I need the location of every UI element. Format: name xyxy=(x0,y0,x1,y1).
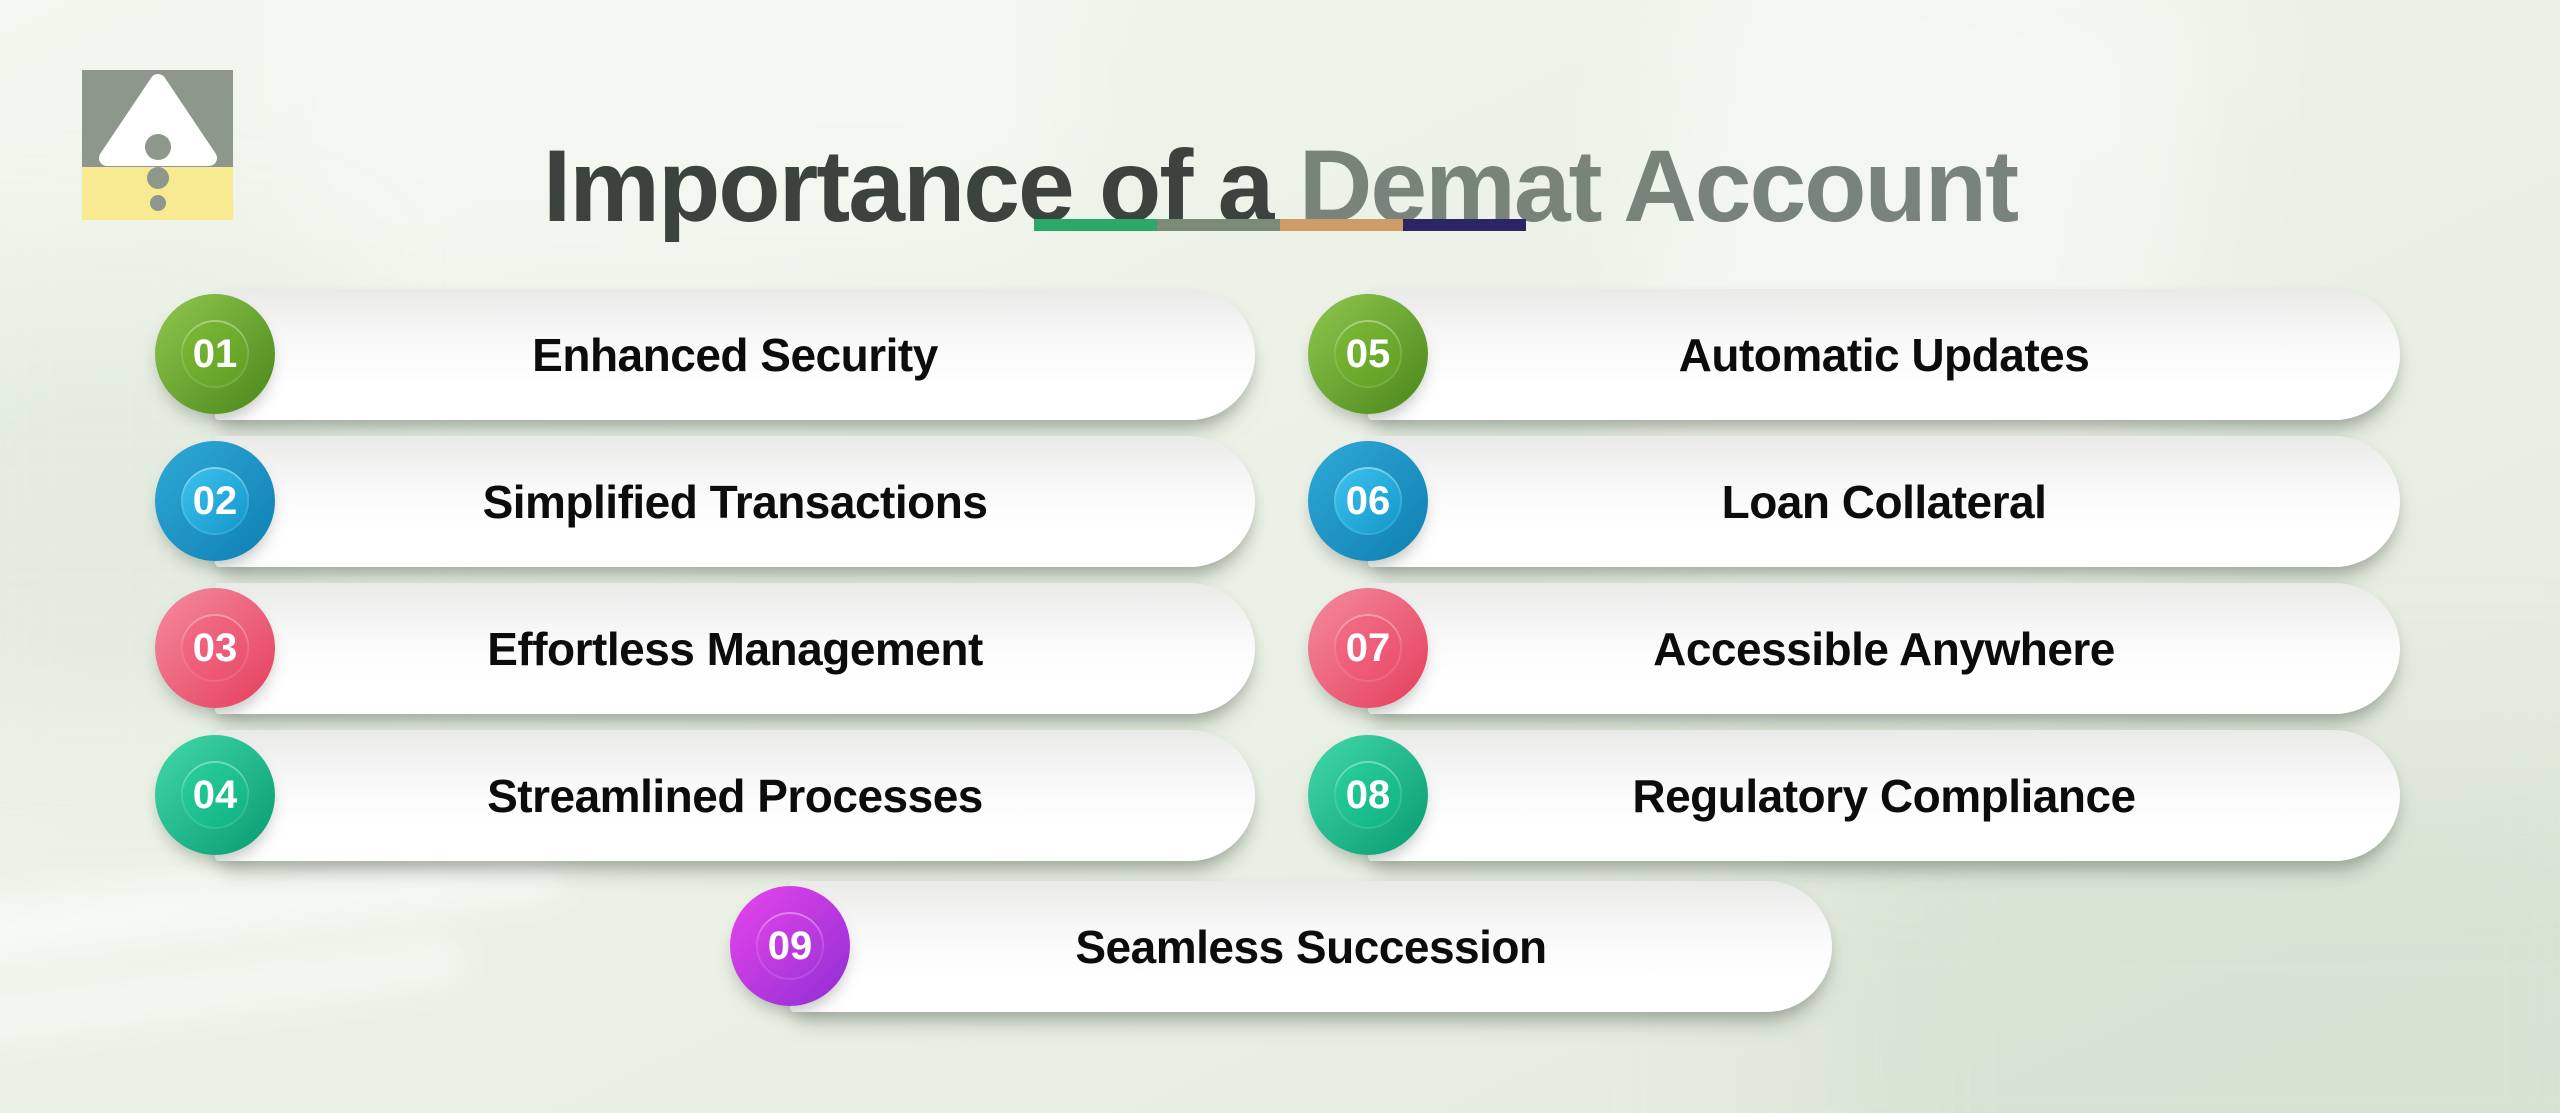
background-streak xyxy=(0,933,472,1049)
feature-item: Streamlined Processes 04 xyxy=(155,730,1255,861)
feature-item: Accessible Anywhere 07 xyxy=(1308,583,2400,714)
feature-number: 05 xyxy=(1345,331,1391,376)
feature-item: Effortless Management 03 xyxy=(155,583,1255,714)
feature-card: Streamlined Processes xyxy=(215,730,1255,861)
feature-number: 02 xyxy=(192,478,238,523)
feature-number: 06 xyxy=(1345,478,1391,523)
title-underline-segment xyxy=(1034,219,1157,231)
feature-item: Automatic Updates 05 xyxy=(1308,289,2400,420)
feature-item: Simplified Transactions 02 xyxy=(155,436,1255,567)
number-badge-inner: 01 xyxy=(181,320,249,388)
feature-card: Effortless Management xyxy=(215,583,1255,714)
feature-number: 09 xyxy=(767,923,813,968)
feature-card: Regulatory Compliance xyxy=(1368,730,2400,861)
feature-item: Regulatory Compliance 08 xyxy=(1308,730,2400,861)
number-badge-inner: 09 xyxy=(756,912,824,980)
feature-number: 01 xyxy=(192,331,238,376)
feature-number: 04 xyxy=(192,772,238,817)
number-badge-inner: 07 xyxy=(1334,614,1402,682)
logo-dot xyxy=(150,195,166,211)
feature-item: Seamless Succession 09 xyxy=(730,881,1832,1012)
feature-card: Accessible Anywhere xyxy=(1368,583,2400,714)
feature-card: Loan Collateral xyxy=(1368,436,2400,567)
number-badge-inner: 05 xyxy=(1334,320,1402,388)
number-badge-inner: 02 xyxy=(181,467,249,535)
feature-label: Enhanced Security xyxy=(532,328,938,381)
feature-number: 08 xyxy=(1345,772,1391,817)
logo-dot xyxy=(147,167,169,189)
feature-card: Simplified Transactions xyxy=(215,436,1255,567)
number-badge-inner: 06 xyxy=(1334,467,1402,535)
title-underline-segment xyxy=(1280,219,1403,231)
feature-label: Seamless Succession xyxy=(1075,920,1547,973)
feature-label: Simplified Transactions xyxy=(482,475,988,528)
title-underline xyxy=(1034,219,1526,231)
feature-label: Regulatory Compliance xyxy=(1632,769,2136,822)
number-badge-inner: 04 xyxy=(181,761,249,829)
number-badge-inner: 08 xyxy=(1334,761,1402,829)
logo-triangle-hole xyxy=(145,134,171,160)
feature-card: Automatic Updates xyxy=(1368,289,2400,420)
feature-label: Automatic Updates xyxy=(1678,328,2090,381)
feature-item: Enhanced Security 01 xyxy=(155,289,1255,420)
feature-label: Accessible Anywhere xyxy=(1653,622,2115,675)
number-badge-inner: 03 xyxy=(181,614,249,682)
brand-logo xyxy=(82,70,233,220)
title-underline-segment xyxy=(1157,219,1280,231)
feature-label: Loan Collateral xyxy=(1721,475,2047,528)
feature-number: 03 xyxy=(192,625,238,670)
title-underline-segment xyxy=(1403,219,1526,231)
feature-item: Loan Collateral 06 xyxy=(1308,436,2400,567)
feature-number: 07 xyxy=(1345,625,1391,670)
feature-label: Effortless Management xyxy=(487,622,983,675)
feature-label: Streamlined Processes xyxy=(487,769,983,822)
feature-card: Enhanced Security xyxy=(215,289,1255,420)
feature-card: Seamless Succession xyxy=(790,881,1832,1012)
